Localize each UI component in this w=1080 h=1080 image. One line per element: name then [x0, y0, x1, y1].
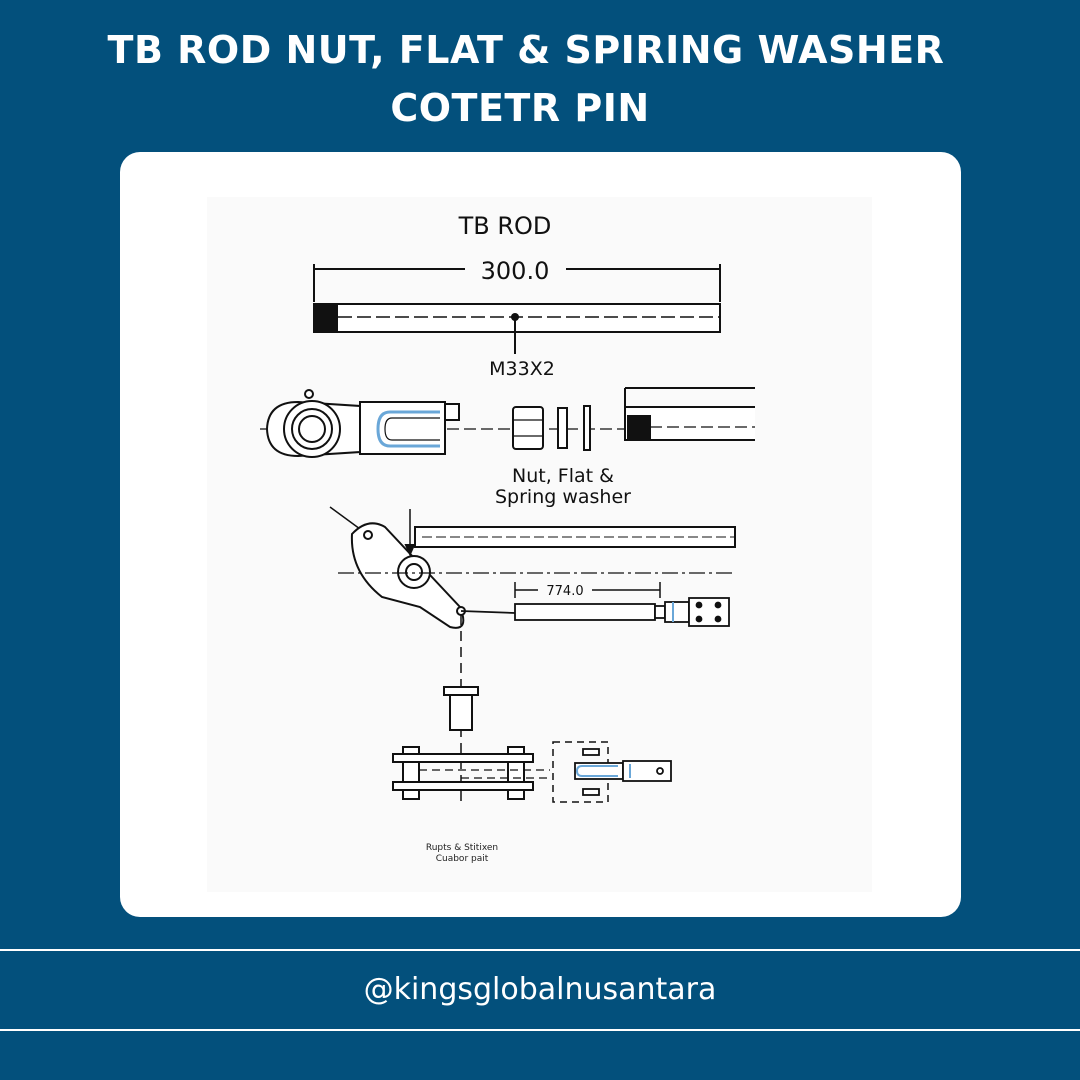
nut — [512, 406, 544, 450]
washer-label-line-1: Nut, Flat & — [512, 465, 614, 487]
rod-threaded-end — [624, 387, 755, 441]
lower-rod — [460, 597, 730, 627]
bottom-label-line-1: Rupts & Stitixen — [426, 843, 498, 853]
rod-dimension-line — [313, 264, 721, 302]
rod-title: TB ROD — [458, 212, 552, 240]
footer-handle: @kingsglobalnusantara — [363, 972, 717, 1007]
spring-washer — [583, 405, 591, 451]
technical-drawing: TB ROD 300.0 M33X2 — [207, 197, 872, 892]
linkage-length-label: 774.0 — [546, 584, 583, 599]
title-line-2: COTETR PIN — [390, 86, 650, 130]
bottom-bracket — [392, 746, 550, 800]
footer-rule-bottom — [0, 1029, 1080, 1031]
upper-rod — [414, 526, 736, 548]
rod-end-eye — [265, 389, 460, 458]
tb-rod — [313, 303, 721, 354]
rod-length-label: 300.0 — [481, 257, 550, 285]
washer-label-line-2: Spring washer — [495, 486, 631, 508]
linkage-dimension-line — [514, 582, 661, 598]
cotter-pin-bushing — [443, 686, 479, 731]
flat-washer — [557, 407, 568, 449]
bottom-label-line-2: Cuabor pait — [436, 854, 489, 864]
lever-arm — [329, 506, 466, 629]
diagram-card: TB ROD 300.0 M33X2 — [120, 152, 961, 917]
rod-end-detail — [574, 748, 672, 796]
footer-rule-top — [0, 949, 1080, 951]
thread-spec-label: M33X2 — [489, 358, 555, 380]
title-line-1: TB ROD NUT, FLAT & SPIRING WASHER — [107, 28, 945, 72]
